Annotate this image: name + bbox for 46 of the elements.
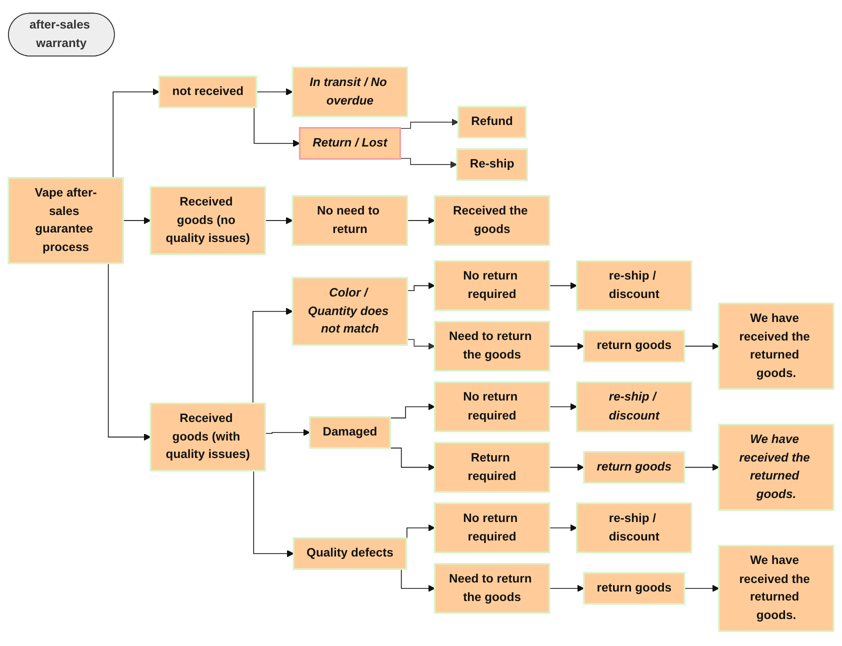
node-box: No need to return <box>292 195 408 246</box>
arrow <box>264 428 310 436</box>
node-box: not received <box>158 76 258 108</box>
arrow <box>548 282 578 290</box>
arrow <box>264 217 293 224</box>
arrow <box>684 464 720 471</box>
node-box: Damaged <box>308 416 391 449</box>
arrow <box>548 584 584 592</box>
node-box: We have received the returned goods. <box>718 424 834 511</box>
arrow <box>400 158 458 168</box>
node-box: We have received the returned goods. <box>718 544 834 632</box>
node-box: In transit / No overdue <box>292 66 408 118</box>
arrow <box>400 118 459 129</box>
node-box: return goods <box>583 450 686 484</box>
node-box: No return required <box>434 502 550 554</box>
arrow <box>548 342 584 350</box>
arrow <box>122 217 151 224</box>
node-box: re-ship / discount <box>576 381 692 432</box>
node-box: return goods <box>583 572 686 605</box>
node-box: re-ship / discount <box>576 260 692 312</box>
arrow <box>684 342 720 350</box>
node-box: Vape after-sales guarantee process <box>8 176 124 264</box>
node-box: return goods <box>583 330 686 363</box>
node-box: Quality defects <box>292 537 408 570</box>
arrow <box>548 464 584 471</box>
arrow <box>406 217 436 224</box>
node-box: Return required <box>434 442 550 493</box>
arrow <box>548 403 578 410</box>
node-box: No return required <box>434 260 550 312</box>
arrow <box>684 584 720 592</box>
node-box: Re-ship <box>456 148 528 181</box>
node-box: Received goods (no quality issues) <box>150 186 266 256</box>
arrow <box>406 282 436 292</box>
node-box: Need to return the goods <box>434 562 550 614</box>
arrow <box>256 88 293 96</box>
arrow <box>548 524 578 532</box>
node-box: Received goods (with quality issues) <box>150 402 266 472</box>
node-box: Color / Quantity does not match <box>292 276 408 346</box>
node-box: Received the goods <box>434 195 550 246</box>
arrow <box>390 403 436 418</box>
arrow <box>406 339 436 350</box>
node-box: re-ship / discount <box>576 502 692 554</box>
node-box: Refund <box>457 106 527 139</box>
node-box: No return required <box>434 381 550 432</box>
node-box: We have received the returned goods. <box>718 302 834 390</box>
node-box: Need to return the goods <box>434 320 550 372</box>
